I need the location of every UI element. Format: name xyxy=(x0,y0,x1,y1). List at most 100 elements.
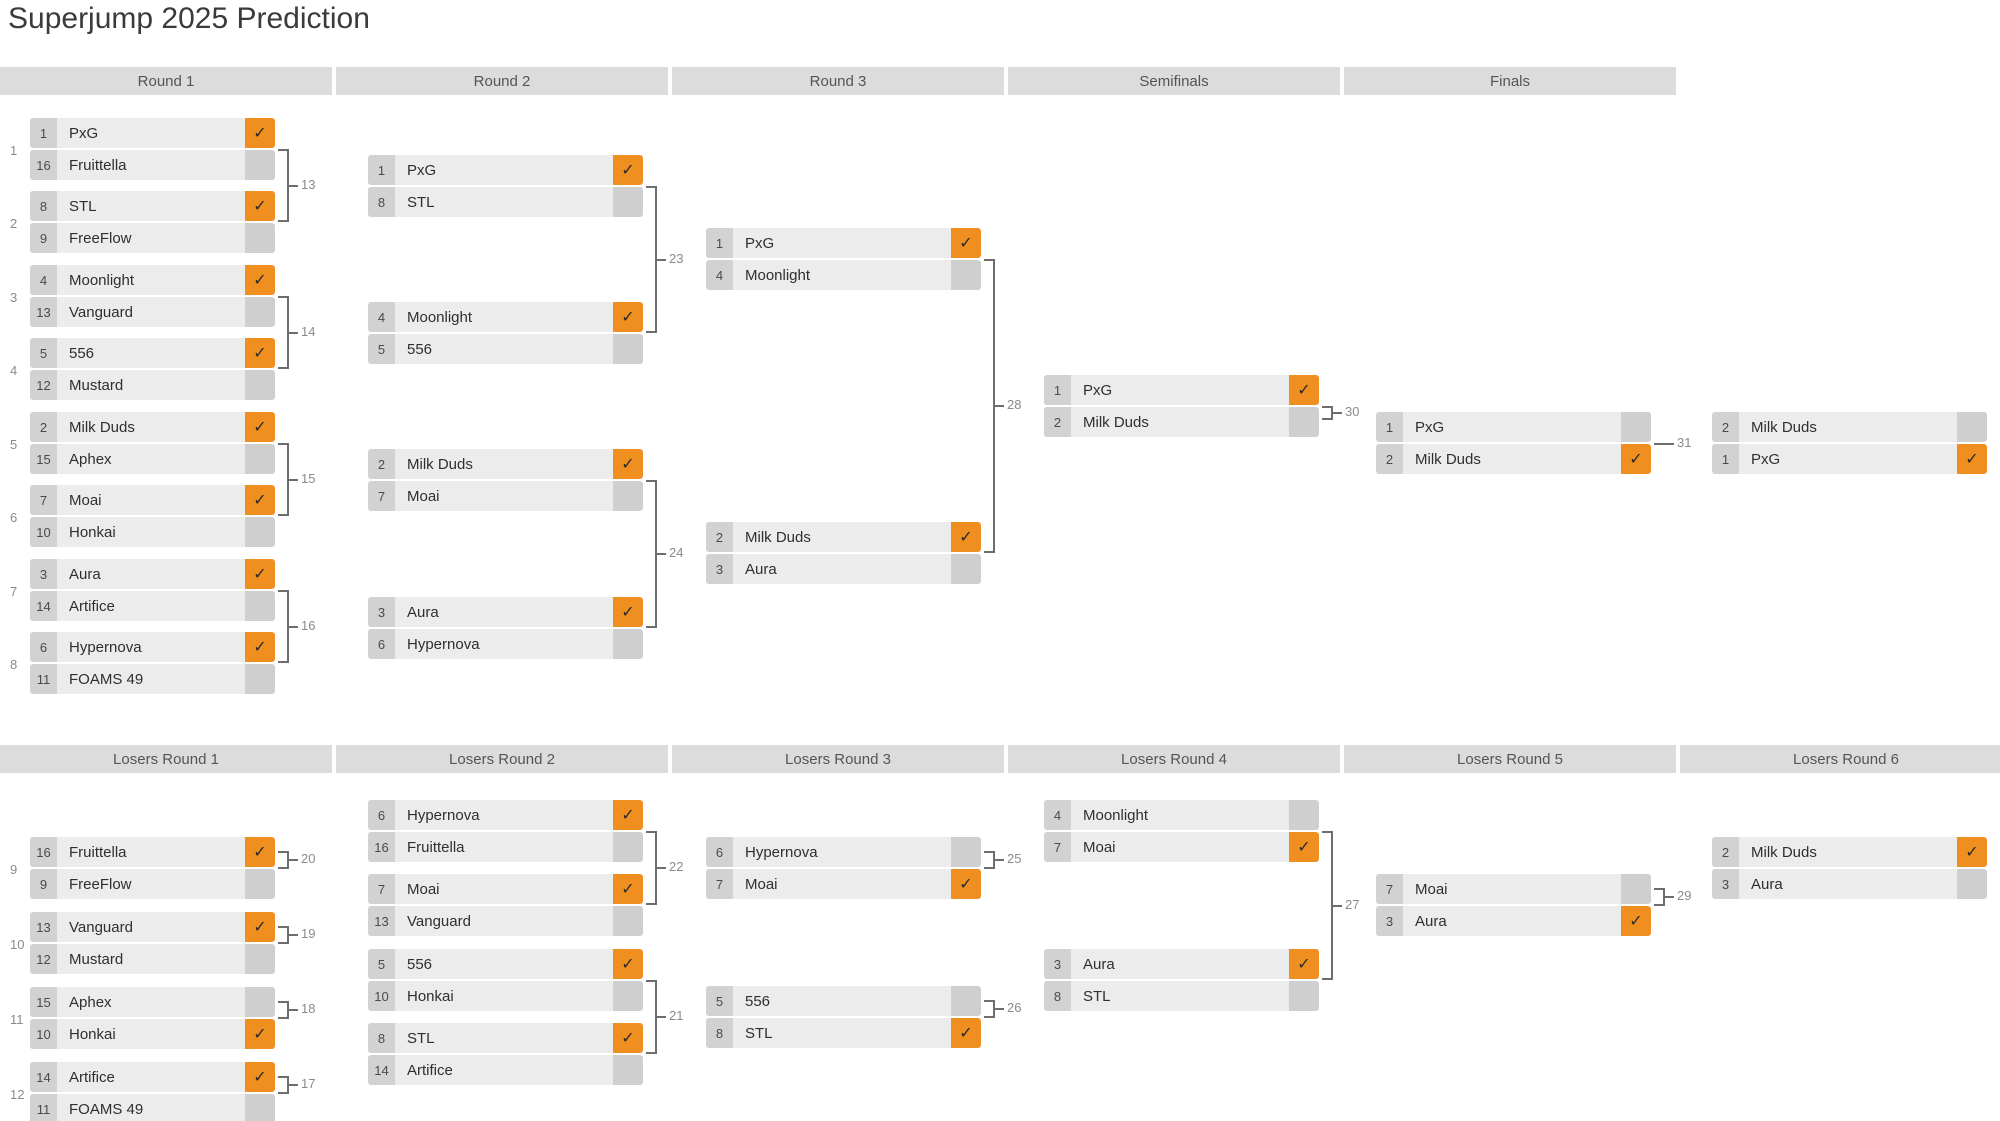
result-cell-empty[interactable] xyxy=(951,554,981,584)
winner-check-icon[interactable]: ✓ xyxy=(1289,949,1319,979)
winner-check-icon[interactable]: ✓ xyxy=(613,1023,643,1053)
result-cell-empty[interactable] xyxy=(245,987,275,1017)
result-cell-empty[interactable] xyxy=(613,481,643,511)
winner-check-icon[interactable]: ✓ xyxy=(245,191,275,221)
winner-check-icon[interactable]: ✓ xyxy=(613,597,643,627)
winner-check-icon[interactable]: ✓ xyxy=(1289,375,1319,405)
result-cell-empty[interactable] xyxy=(1289,407,1319,437)
result-cell-empty[interactable] xyxy=(613,187,643,217)
winner-check-icon[interactable]: ✓ xyxy=(613,302,643,332)
winner-check-icon[interactable]: ✓ xyxy=(613,155,643,185)
winner-check-icon[interactable]: ✓ xyxy=(1289,832,1319,862)
winner-check-icon[interactable]: ✓ xyxy=(245,912,275,942)
winner-check-icon[interactable]: ✓ xyxy=(245,412,275,442)
winner-check-icon[interactable]: ✓ xyxy=(951,228,981,258)
result-cell-empty[interactable] xyxy=(245,869,275,899)
winner-check-icon[interactable]: ✓ xyxy=(1621,906,1651,936)
result-cell-empty[interactable] xyxy=(245,664,275,694)
winner-check-icon[interactable]: ✓ xyxy=(613,949,643,979)
winner-check-icon[interactable]: ✓ xyxy=(245,559,275,589)
result-cell-empty[interactable] xyxy=(1957,412,1987,442)
result-cell-empty[interactable] xyxy=(245,444,275,474)
winner-check-icon[interactable]: ✓ xyxy=(245,1062,275,1092)
winner-check-icon[interactable]: ✓ xyxy=(613,874,643,904)
winner-check-icon[interactable]: ✓ xyxy=(613,449,643,479)
winner-check-icon[interactable]: ✓ xyxy=(245,485,275,515)
winner-check-icon[interactable]: ✓ xyxy=(613,800,643,830)
result-cell-empty[interactable] xyxy=(1289,800,1319,830)
winner-check-icon[interactable]: ✓ xyxy=(1957,444,1987,474)
result-cell-empty[interactable] xyxy=(1621,874,1651,904)
winner-check-icon[interactable]: ✓ xyxy=(951,522,981,552)
winner-check-icon[interactable]: ✓ xyxy=(1957,837,1987,867)
result-cell-empty[interactable] xyxy=(245,1094,275,1121)
result-cell-empty[interactable] xyxy=(613,629,643,659)
winner-check-icon[interactable]: ✓ xyxy=(245,338,275,368)
result-cell-empty[interactable] xyxy=(245,223,275,253)
winner-check-icon[interactable]: ✓ xyxy=(245,632,275,662)
result-cell-empty[interactable] xyxy=(245,150,275,180)
winner-check-icon[interactable]: ✓ xyxy=(245,1019,275,1049)
result-cell-empty[interactable] xyxy=(613,981,643,1011)
winner-check-icon[interactable]: ✓ xyxy=(245,837,275,867)
